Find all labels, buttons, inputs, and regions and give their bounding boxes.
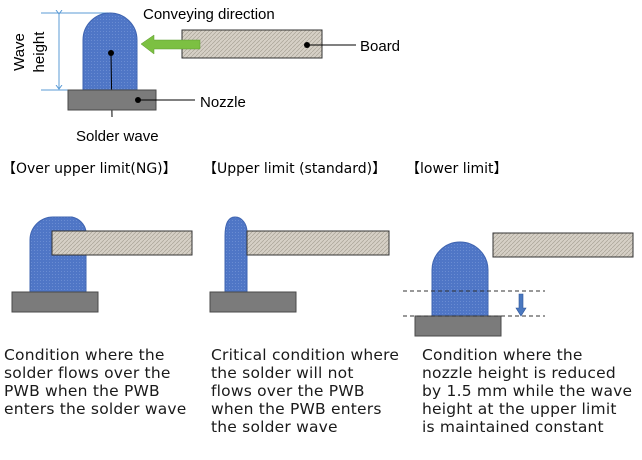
panel2-caption-line: the solder will not (211, 364, 354, 382)
panel3-solder-wave (431, 241, 489, 317)
panel2-caption-line: Critical condition where (211, 346, 400, 364)
panel2-caption-line: flows over the PWB (211, 382, 365, 400)
panel3-caption-line: height at the upper limit (422, 400, 617, 418)
panel3-down-arrow (515, 293, 527, 317)
panel1-nozzle (11, 291, 99, 313)
wave-height-label-line2: height (31, 31, 48, 73)
wave-height-label-line1: Wave (11, 33, 28, 71)
board (181, 29, 323, 59)
conveying-arrow (140, 34, 201, 55)
panel2-caption-line: when the PWB enters (211, 400, 382, 418)
panel1-board (51, 230, 193, 256)
solder-wave-label: Solder wave (76, 128, 159, 145)
panel-lower-limit (403, 232, 634, 337)
panel3-caption-line: nozzle height is reduced (422, 364, 616, 382)
panel3-caption: Condition where the nozzle height is red… (422, 346, 638, 436)
panel1-heading: 【Over upper limit(NG)】 (2, 161, 177, 177)
panel2-caption: Critical condition where the solder will… (211, 346, 405, 436)
panel3-board (492, 232, 634, 258)
panel1-caption-line: PWB when the PWB (4, 382, 160, 400)
panel2-caption-line: the solder wave (211, 418, 338, 436)
panel2-board (246, 230, 390, 256)
panel3-caption-line: Condition where the (422, 346, 583, 364)
panel2-heading: 【Upper limit (standard)】 (203, 161, 387, 177)
panel3-heading: 【lower limit】 (406, 161, 508, 177)
panel3-caption-line: by 1.5 mm while the wave (422, 382, 633, 400)
panel-upper-limit (209, 216, 390, 313)
panel1-caption-line: enters the solder wave (4, 400, 187, 418)
conveying-direction-label: Conveying direction (143, 6, 275, 23)
panel2-nozzle (209, 291, 297, 313)
panel-over-upper-limit (11, 216, 193, 313)
nozzle-label: Nozzle (200, 94, 246, 111)
panel1-caption: Condition where the solder flows over th… (4, 346, 202, 418)
panel3-nozzle (414, 315, 502, 337)
panel1-caption-line: solder flows over the (4, 364, 171, 382)
board-label: Board (360, 38, 400, 55)
panel1-caption-line: Condition where the (4, 346, 165, 364)
panel2-solder-wave (224, 216, 248, 293)
top-diagram: Conveying direction Board Nozzle Solder … (11, 6, 400, 145)
panel3-caption-line: is maintained constant (422, 418, 604, 436)
